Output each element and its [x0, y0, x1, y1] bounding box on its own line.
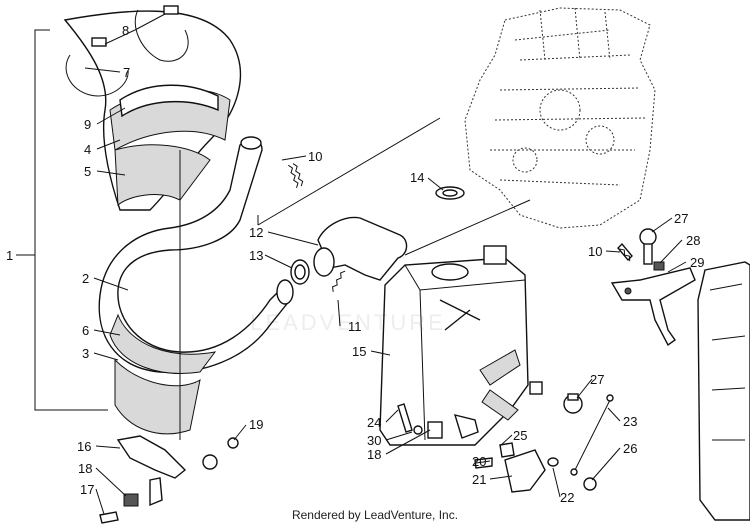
- callout-12: 12: [249, 225, 263, 240]
- lower-bracket-illustration: [99, 435, 239, 524]
- callout-10-right: 10: [588, 244, 602, 259]
- callout-23: 23: [623, 414, 637, 429]
- callout-28: 28: [686, 233, 700, 248]
- spring-illustrations: [288, 163, 631, 292]
- callout-8: 8: [122, 23, 129, 38]
- footer-credit: Rendered by LeadVenture, Inc.: [291, 508, 459, 522]
- callout-16: 16: [77, 439, 91, 454]
- hardware-illustration: [397, 393, 614, 493]
- callout-27-right: 27: [674, 211, 688, 226]
- exhaust-flange-illustration: [290, 216, 408, 285]
- callout-11: 11: [348, 319, 362, 334]
- bracket-assembly-illustration: [610, 228, 696, 347]
- exhaust-pipe-illustration: [98, 136, 294, 435]
- callout-1: 1: [6, 248, 13, 263]
- callout-4: 4: [84, 142, 91, 157]
- upper-heat-cover-illustration: [63, 10, 242, 211]
- callout-24: 24: [367, 415, 381, 430]
- callout-13: 13: [249, 248, 263, 263]
- callout-30: 30: [367, 433, 381, 448]
- callout-14: 14: [410, 170, 424, 185]
- callout-labels: 1 2 3 4 5 6 7 8 9 10 10 11 12 13 14 15 1…: [6, 23, 704, 505]
- muffler-illustration: [379, 245, 543, 446]
- callout-20: 20: [472, 454, 486, 469]
- engine-block-illustration: [464, 7, 656, 229]
- callout-7: 7: [123, 65, 130, 80]
- callout-5: 5: [84, 164, 91, 179]
- callout-25: 25: [513, 428, 527, 443]
- callout-17: 17: [80, 482, 94, 497]
- callout-15: 15: [352, 344, 366, 359]
- assembly-reference-lines: [179, 117, 531, 440]
- watermark-text: LEADVENTURE: [250, 310, 446, 335]
- callout-18-left: 18: [78, 461, 92, 476]
- heat-shield-illustration: [697, 261, 750, 521]
- callout-3: 3: [82, 346, 89, 361]
- callout-26: 26: [623, 441, 637, 456]
- callout-10-upper: 10: [308, 149, 322, 164]
- grommet-illustration: [435, 186, 465, 200]
- callout-18-center: 18: [367, 447, 381, 462]
- callout-6: 6: [82, 323, 89, 338]
- callout-29: 29: [690, 255, 704, 270]
- callout-19: 19: [249, 417, 263, 432]
- callout-27-lower: 27: [590, 372, 604, 387]
- leader-lines: [84, 13, 687, 515]
- callout-9: 9: [84, 117, 91, 132]
- callout-bracket-1: [16, 29, 108, 411]
- clamp-illustrations: [65, 5, 189, 97]
- callout-22: 22: [560, 490, 574, 505]
- callout-21: 21: [472, 472, 486, 487]
- callout-2: 2: [82, 271, 89, 286]
